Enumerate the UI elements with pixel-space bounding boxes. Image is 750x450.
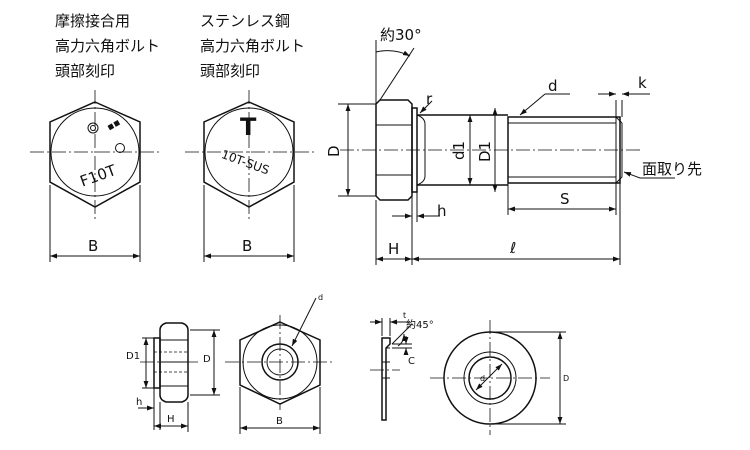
washer-dim-C: C [408, 356, 415, 367]
head-mark-t: T [240, 113, 257, 141]
bolt-side-view: 約30° r d k D d1 D1 面取り先 h [325, 26, 702, 265]
dim-d1: d1 [450, 141, 468, 160]
dim-D1: D1 [476, 141, 494, 162]
washer-side-view: t 約45° C [370, 311, 434, 421]
head-mark-f10t: F10T [78, 161, 120, 191]
dim-r: r [426, 90, 433, 108]
heading-line-3: 頭部刻印 [200, 62, 260, 80]
svg-text:▪▪: ▪▪ [105, 117, 122, 133]
heading-line-2: 高力六角ボルト [55, 37, 160, 55]
dim-h: h [437, 202, 447, 220]
dim-S: S [560, 190, 570, 208]
dim-b-2: B [242, 237, 252, 255]
heading-line-1: ステンレス鋼 [200, 12, 290, 30]
hex-head-sus: T 10T-SUS B [185, 90, 315, 262]
heading-line-2: 高力六角ボルト [200, 37, 305, 55]
dim-d: d [548, 77, 558, 95]
dim-l: ℓ [509, 239, 516, 257]
dim-b-1: B [88, 237, 98, 255]
heading-hts-bolt: 摩擦接合用 高力六角ボルト 頭部刻印 [55, 12, 160, 80]
nut-dim-D1: D1 [126, 351, 140, 362]
heading-sus-bolt: ステンレス鋼 高力六角ボルト 頭部刻印 [200, 12, 305, 80]
chamfer-note: 面取り先 [642, 160, 702, 178]
nut-dim-D: D [203, 354, 211, 365]
hex-head-hts: ▪▪ F10T B [30, 90, 160, 262]
washer-dim-angle: 約45° [406, 318, 434, 331]
nut-dim-d: d [318, 293, 323, 302]
washer-dim-d: d [480, 374, 485, 383]
washer-dim-D: D [563, 374, 569, 383]
heading-line-1: 摩擦接合用 [55, 12, 130, 30]
washer-dim-t: t [403, 311, 406, 320]
washer-section [381, 337, 391, 421]
bolt-head [375, 99, 413, 201]
nut-side-view: D1 D h H [126, 322, 220, 432]
dim-k: k [638, 74, 647, 92]
lot-mark-icon [115, 143, 125, 153]
heading-line-3: 頭部刻印 [55, 62, 115, 80]
nut-front-view: d B [225, 293, 335, 434]
dim-H: H [388, 240, 399, 258]
dim-angle-30: 約30° [380, 26, 422, 44]
nut-dim-B: B [276, 416, 283, 427]
maker-mark-icon [87, 122, 99, 134]
nut-dim-H: H [167, 414, 175, 425]
dim-D: D [325, 145, 343, 157]
washer-front-view: d D [430, 320, 569, 435]
nut-dim-h: h [136, 397, 142, 408]
